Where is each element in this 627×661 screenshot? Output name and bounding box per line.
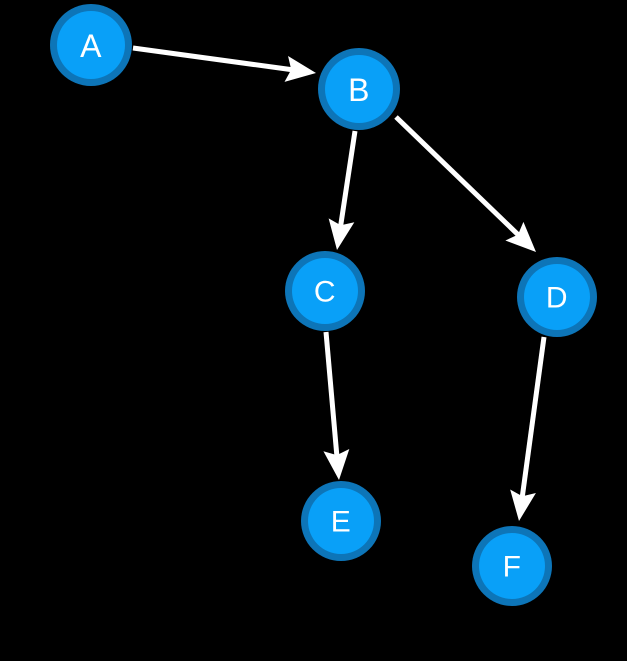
nodes-layer: A B C D E F: [50, 4, 597, 606]
node-label: B: [348, 72, 370, 108]
node-label: A: [80, 28, 102, 64]
arrowhead-icon: [510, 489, 536, 521]
edge-line: [519, 336, 547, 498]
node-fill: [308, 488, 374, 554]
arrowhead-icon: [328, 218, 355, 250]
edge-a-b[interactable]: [132, 45, 316, 82]
arrowhead-icon: [323, 448, 350, 480]
edge-line: [132, 45, 293, 73]
edge-c-e[interactable]: [323, 331, 350, 480]
node-label: C: [314, 276, 336, 309]
node-fill: [479, 533, 545, 599]
node-fill: [325, 55, 393, 123]
node-label: D: [546, 282, 568, 315]
edges-layer: [132, 45, 547, 521]
edge-b-c[interactable]: [328, 130, 358, 250]
edge-b-d[interactable]: [394, 115, 536, 252]
edge-line: [394, 115, 521, 238]
graph-node-a[interactable]: A: [50, 4, 132, 86]
edge-d-f[interactable]: [510, 336, 547, 521]
edge-line: [338, 130, 358, 227]
node-fill: [57, 11, 125, 79]
node-label: F: [503, 551, 522, 584]
arrowhead-icon: [505, 221, 536, 252]
graph-node-e[interactable]: E: [301, 481, 381, 561]
graph-node-c[interactable]: C: [285, 251, 365, 331]
graph-node-b[interactable]: B: [318, 48, 400, 130]
node-label: E: [331, 506, 352, 539]
graph-node-d[interactable]: D: [517, 257, 597, 337]
arrowhead-icon: [284, 56, 316, 82]
graph-node-f[interactable]: F: [472, 526, 552, 606]
edge-line: [323, 331, 340, 457]
node-fill: [292, 258, 358, 324]
node-fill: [524, 264, 590, 330]
